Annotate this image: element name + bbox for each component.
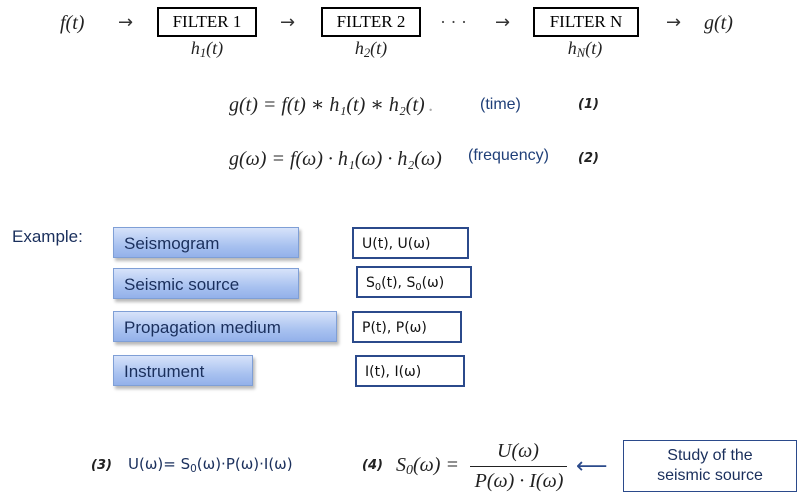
- equation-4-numerator: U(ω): [497, 440, 539, 462]
- output-signal: g(t): [704, 12, 733, 34]
- equation-2-note: (frequency): [468, 147, 549, 164]
- component-seismic-source: Seismic source: [113, 268, 299, 299]
- filter-1-response: h1(t): [190, 38, 224, 60]
- filter-n-response: hN(t): [567, 38, 603, 60]
- equation-3: U(ω)= S0(ω)·P(ω)·I(ω): [128, 455, 293, 475]
- signal-propagation-medium: P(t), P(ω): [352, 311, 462, 343]
- study-source-line-1: Study of the: [667, 447, 753, 464]
- arrow-icon: →: [118, 12, 134, 33]
- signal-seismic-source: S0(t), S0(ω): [356, 266, 472, 298]
- filter-2-box: FILTER 2: [321, 7, 421, 37]
- equation-4-lhs: S0(ω) =: [396, 454, 459, 478]
- component-instrument: Instrument: [113, 355, 253, 386]
- component-seismogram: Seismogram: [113, 227, 299, 258]
- example-label: Example:: [12, 227, 83, 246]
- equation-2-number: (2): [578, 151, 599, 166]
- equation-1-note: (time): [480, 96, 521, 113]
- equation-1: g(t) = f(t) ∗ h₁(t) ∗ h₂(t).: [229, 94, 434, 116]
- ellipsis-dots: · · ·: [440, 12, 467, 32]
- signal-seismogram: U(t), U(ω): [352, 227, 469, 259]
- component-propagation-medium: Propagation medium: [113, 311, 337, 342]
- equation-1-number: (1): [578, 97, 599, 112]
- filter-1-box: FILTER 1: [157, 7, 257, 37]
- arrow-icon: →: [280, 12, 296, 33]
- equation-2: g(ω) = f(ω) · h₁(ω) · h₂(ω): [229, 148, 442, 170]
- study-source-box: Study of the seismic source: [623, 440, 797, 492]
- fraction-bar: [470, 466, 567, 467]
- equation-4-number: (4): [362, 458, 383, 473]
- filter-n-box: FILTER N: [533, 7, 639, 37]
- equation-4-denominator: P(ω) · I(ω): [474, 470, 564, 492]
- arrow-icon: →: [495, 12, 511, 33]
- equation-3-number: (3): [91, 458, 112, 473]
- filter-2-response: h2(t): [354, 38, 388, 60]
- arrow-left-icon: ⟵: [576, 454, 608, 479]
- arrow-icon: →: [666, 12, 682, 33]
- input-signal: f(t): [60, 12, 85, 34]
- study-source-line-2: seismic source: [657, 467, 763, 484]
- signal-instrument: I(t), I(ω): [355, 355, 465, 387]
